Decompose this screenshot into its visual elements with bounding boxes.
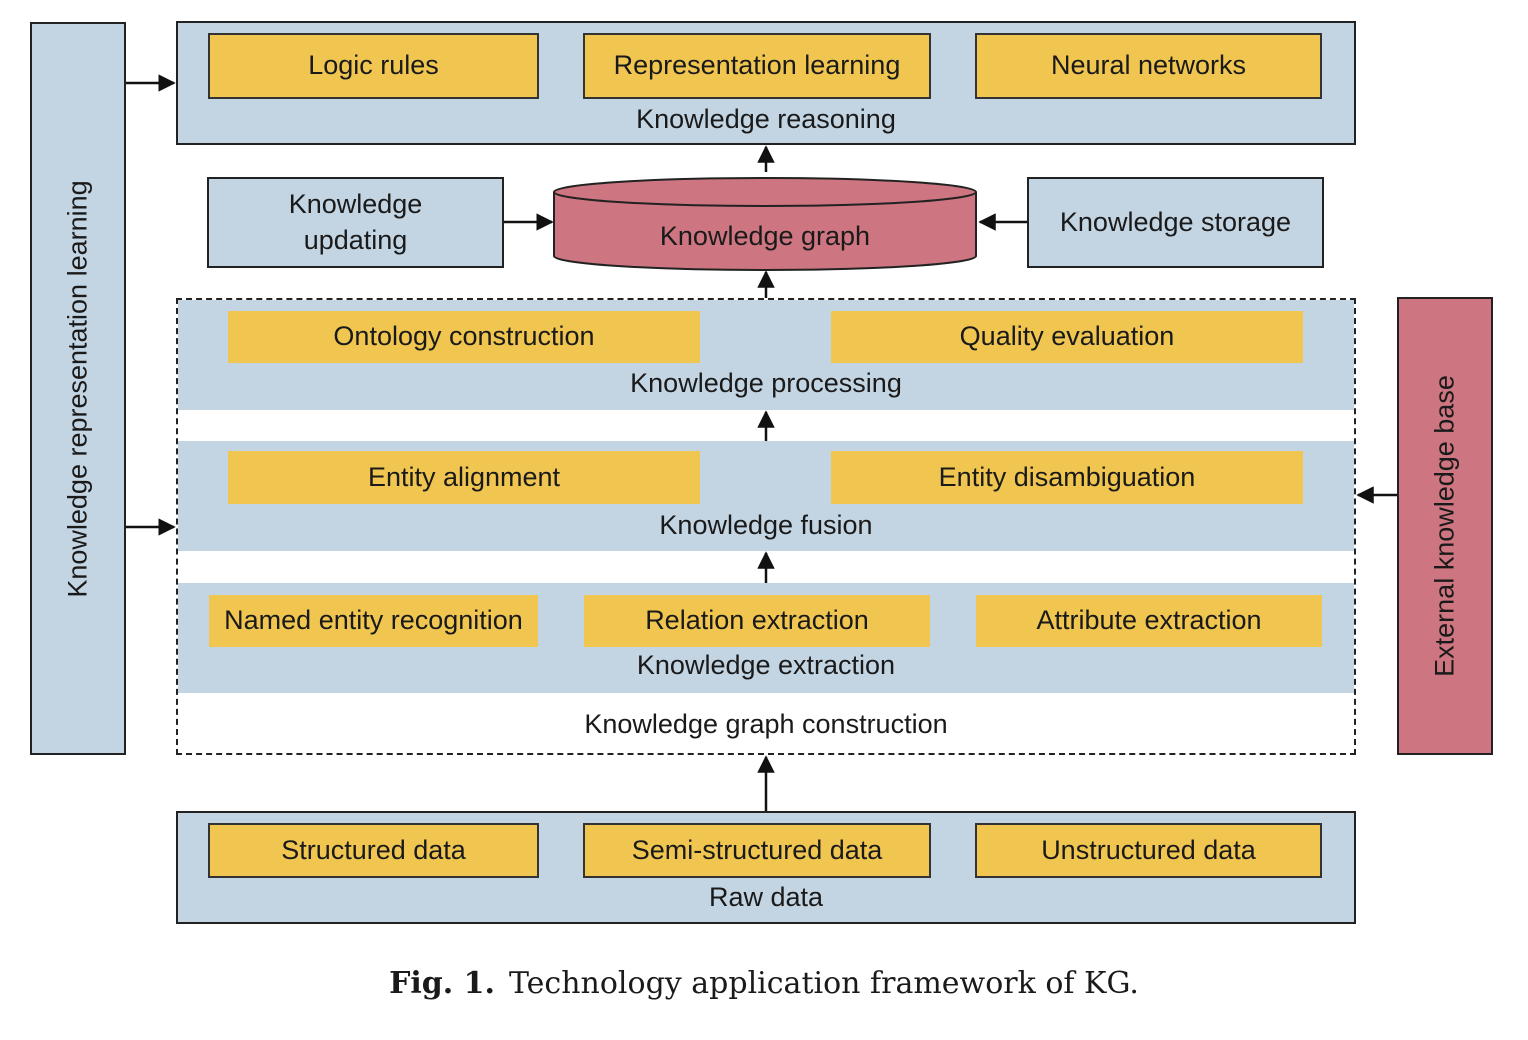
knowledge-representation-learning-box: Knowledge representation learning: [30, 22, 126, 755]
logic-rules-box: Logic rules: [208, 33, 539, 99]
relation-extraction-box: Relation extraction: [584, 595, 930, 647]
quality-evaluation-box: Quality evaluation: [831, 311, 1303, 363]
figure-caption-prefix: Fig. 1.: [389, 966, 495, 1001]
knowledge-graph-construction-box: [176, 298, 1356, 755]
knowledge-representation-learning-label: Knowledge representation learning: [62, 179, 93, 598]
figure-caption: Fig. 1. Technology application framework …: [0, 966, 1528, 1001]
knowledge-fusion-label: Knowledge fusion: [659, 510, 873, 541]
semi-structured-data-box: Semi-structured data: [583, 823, 931, 878]
raw-data-label: Raw data: [708, 882, 824, 913]
knowledge-storage-box: Knowledge storage: [1027, 177, 1324, 268]
knowledge-graph-cylinder-top: [553, 177, 977, 207]
knowledge-graph-cylinder-body: [553, 192, 977, 271]
knowledge-graph-cylinder: [553, 177, 977, 271]
unstructured-data-box: Unstructured data: [975, 823, 1322, 878]
knowledge-reasoning-label: Knowledge reasoning: [636, 104, 896, 135]
named-entity-recognition-box: Named entity recognition: [209, 595, 538, 647]
neural-networks-box: Neural networks: [975, 33, 1322, 99]
attribute-extraction-box: Attribute extraction: [976, 595, 1322, 647]
knowledge-graph-label: Knowledge graph: [659, 221, 871, 252]
structured-data-box: Structured data: [208, 823, 539, 878]
figure-caption-text: Technology application framework of KG.: [508, 966, 1139, 1001]
knowledge-graph-construction-label: Knowledge graph construction: [584, 709, 948, 740]
external-knowledge-base-box: External knowledge base: [1397, 297, 1493, 755]
knowledge-extraction-label: Knowledge extraction: [636, 650, 896, 681]
representation-learning-box: Representation learning: [583, 33, 931, 99]
entity-alignment-box: Entity alignment: [228, 451, 700, 504]
ontology-construction-box: Ontology construction: [228, 311, 700, 363]
knowledge-processing-label: Knowledge processing: [630, 368, 902, 399]
knowledge-updating-box: Knowledge updating: [207, 177, 504, 268]
entity-disambiguation-box: Entity disambiguation: [831, 451, 1303, 504]
external-knowledge-base-label: External knowledge base: [1429, 375, 1460, 677]
